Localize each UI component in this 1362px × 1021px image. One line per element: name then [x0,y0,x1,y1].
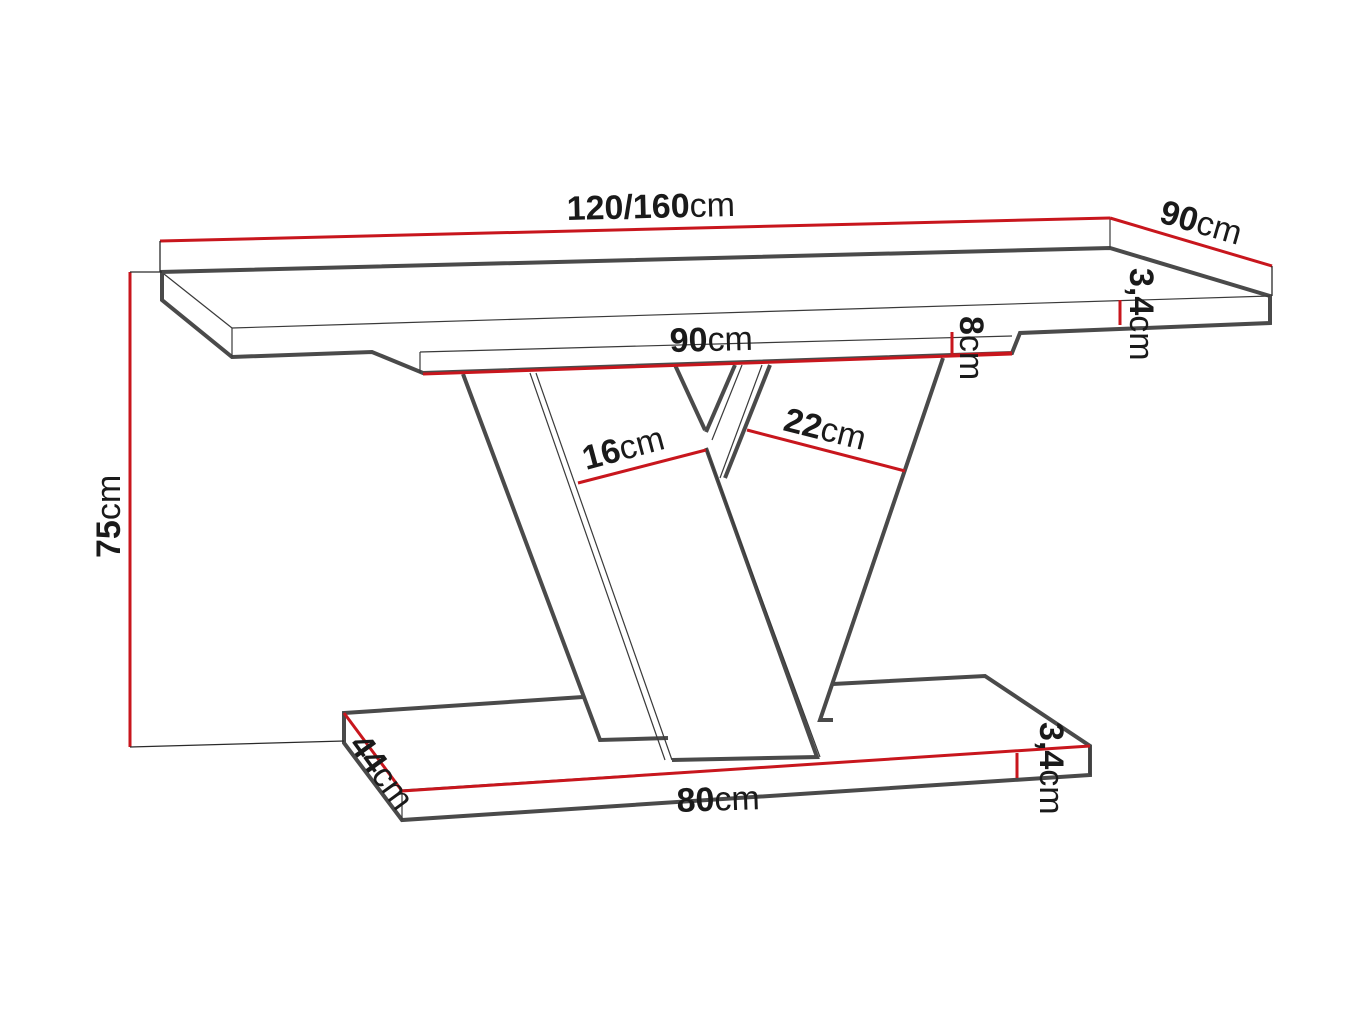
label-base-thickness: 3,4cm [1032,722,1070,815]
label-base-depth: 44cm [342,727,422,817]
label-base-length: 80cm [676,779,760,820]
dimension-labels: 120/160cm 90cm 3,4cm 90cm 8cm 75cm 16cm … [90,186,1246,820]
label-leg-left-width: 16cm [578,419,668,477]
label-apron-height: 8cm [952,316,990,380]
label-top-length: 120/160cm [566,186,735,228]
label-total-height: 75cm [90,475,128,558]
dimension-lines [128,216,1273,793]
table-legs [461,357,945,762]
label-top-thickness: 3,4cm [1122,268,1160,361]
label-apron-length: 90cm [669,320,753,360]
